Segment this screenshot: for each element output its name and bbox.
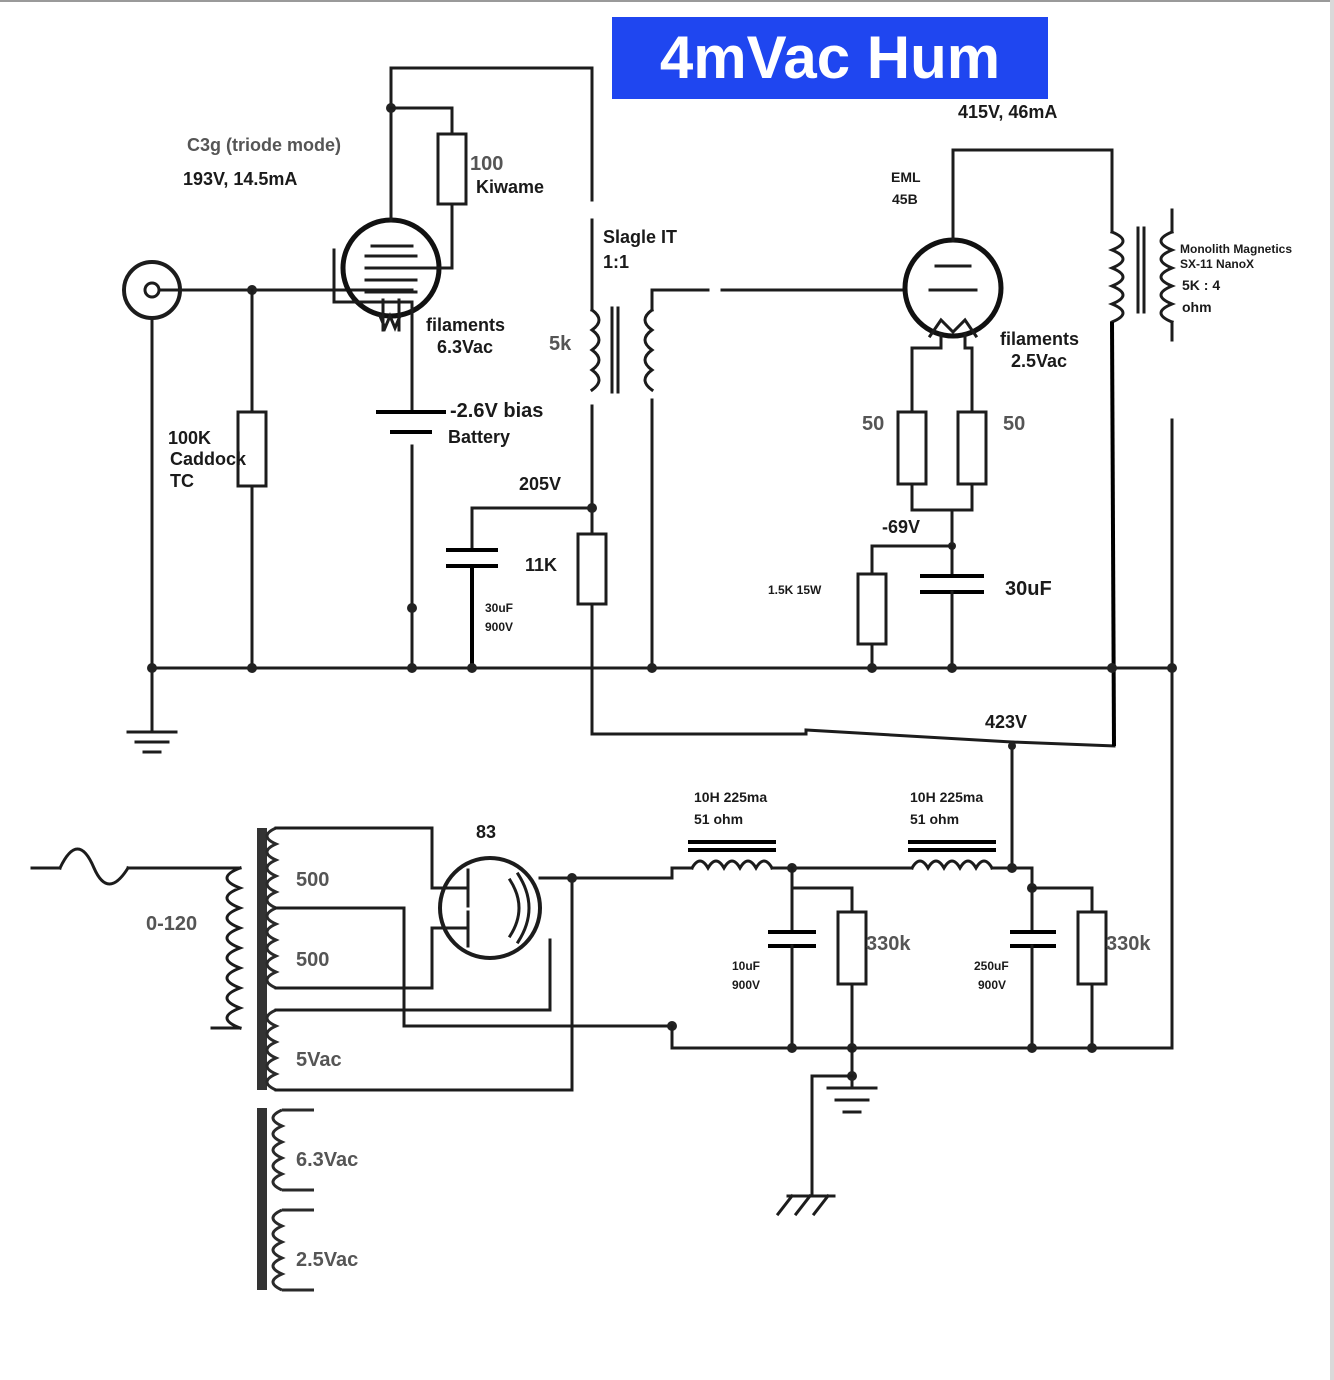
b-plus-voltage: 423V (985, 712, 1027, 732)
driver-tube-label: C3g (triode mode) (187, 135, 341, 155)
output-transformer-icon (1108, 208, 1176, 342)
rectifier-label: 83 (476, 822, 496, 842)
interstage-ratio: 1:1 (603, 252, 629, 272)
interstage-name: Slagle IT (603, 227, 677, 247)
output-transformer-unit: ohm (1182, 299, 1212, 315)
bleeder-resistor-2 (1076, 910, 1108, 986)
filter-cap-1-voltage: 900V (732, 978, 760, 992)
driver-filaments-voltage: 6.3Vac (437, 337, 493, 357)
cathode-resistor-value: 1.5K 15W (768, 583, 822, 597)
output-transformer-model: SX-11 NanoX (1180, 257, 1254, 271)
grid-resistor-type: TC (170, 471, 194, 491)
secondary-rectifier-heater: 5Vac (296, 1049, 342, 1071)
driver-filaments-label: filaments (426, 315, 505, 335)
primary-voltage: 0-120 (146, 913, 197, 935)
output-transformer-brand: Monolith Magnetics (1180, 242, 1292, 256)
hum-resistor-right-value: 50 (1003, 413, 1025, 435)
title-banner: 4mVac Hum (612, 17, 1048, 99)
output-operating-point: 415V, 46mA (958, 102, 1057, 122)
filter-cap-2-value: 250uF (974, 959, 1009, 973)
hum-resistor-right (956, 410, 988, 486)
window-right-border (1330, 0, 1334, 1380)
output-filaments-label: filaments (1000, 329, 1079, 349)
driver-cap-voltage: 900V (485, 620, 513, 634)
cathode-voltage: -69V (882, 517, 920, 537)
rectifier-83-tube-icon (438, 856, 542, 960)
ac-mains-fuse-icon (30, 847, 242, 886)
choke-1-dcr: 51 ohm (694, 811, 743, 827)
plate-resistor-brand: Kiwame (476, 177, 544, 197)
bleeder-resistor-1 (836, 910, 868, 986)
filter-capacitor-250uf (1010, 930, 1056, 948)
grid-resistor-value: 100K (168, 428, 211, 448)
output-filaments-voltage: 2.5Vac (1011, 351, 1067, 371)
ground-symbol-input (126, 666, 178, 754)
plate-resistor (436, 132, 468, 206)
output-transformer-ratio: 5K : 4 (1182, 277, 1220, 293)
choke-2-icon (908, 840, 996, 872)
interstage-impedance: 5k (549, 333, 572, 355)
bias-source-label: Battery (448, 427, 510, 447)
bleeder-1-value: 330k (866, 933, 911, 955)
secondary-hv-2: 500 (296, 949, 329, 971)
filter-cap-1-value: 10uF (732, 959, 760, 973)
cathode-resistor (856, 572, 888, 646)
hum-resistor-left (896, 410, 928, 486)
driver-cap-value: 30uF (485, 601, 513, 615)
ground-symbol-psu (826, 1086, 878, 1114)
grid-resistor-brand: Caddock (170, 449, 247, 469)
filter-cap-2-voltage: 900V (978, 978, 1006, 992)
bias-voltage-label: -2.6V bias (450, 400, 543, 422)
choke-2-dcr: 51 ohm (910, 811, 959, 827)
plate-resistor-value: 100 (470, 153, 503, 175)
secondary-filament-2v5: 2.5Vac (296, 1249, 358, 1271)
chassis-ground-icon (775, 1193, 836, 1217)
choke-1-spec: 10H 225ma (694, 789, 767, 805)
bleeder-2-value: 330k (1106, 933, 1151, 955)
dropping-resistor-11k (576, 532, 608, 606)
c3g-tube-icon (332, 217, 442, 332)
output-tube-brand: EML (891, 169, 921, 185)
output-tube-model: 45B (892, 191, 918, 207)
secondary-filament-6v3: 6.3Vac (296, 1149, 358, 1171)
cathode-cap-value: 30uF (1005, 578, 1052, 600)
choke-2-spec: 10H 225ma (910, 789, 983, 805)
window-top-border (0, 0, 1334, 2)
filter-capacitor-10uf (768, 930, 816, 948)
hum-resistor-left-value: 50 (862, 413, 884, 435)
driver-operating-point: 193V, 14.5mA (183, 169, 297, 189)
title-text: 4mVac Hum (659, 24, 1001, 91)
driver-supply-voltage: 205V (519, 474, 561, 494)
dropping-resistor-value: 11K (525, 555, 557, 575)
choke-1-icon (688, 840, 776, 872)
bias-battery-icon (376, 410, 446, 434)
cathode-bypass-capacitor (920, 574, 984, 594)
driver-decoupling-capacitor (446, 548, 498, 568)
secondary-hv-1: 500 (296, 869, 329, 891)
eml-45b-tube-icon (902, 237, 1004, 339)
interstage-transformer-icon (589, 306, 655, 394)
